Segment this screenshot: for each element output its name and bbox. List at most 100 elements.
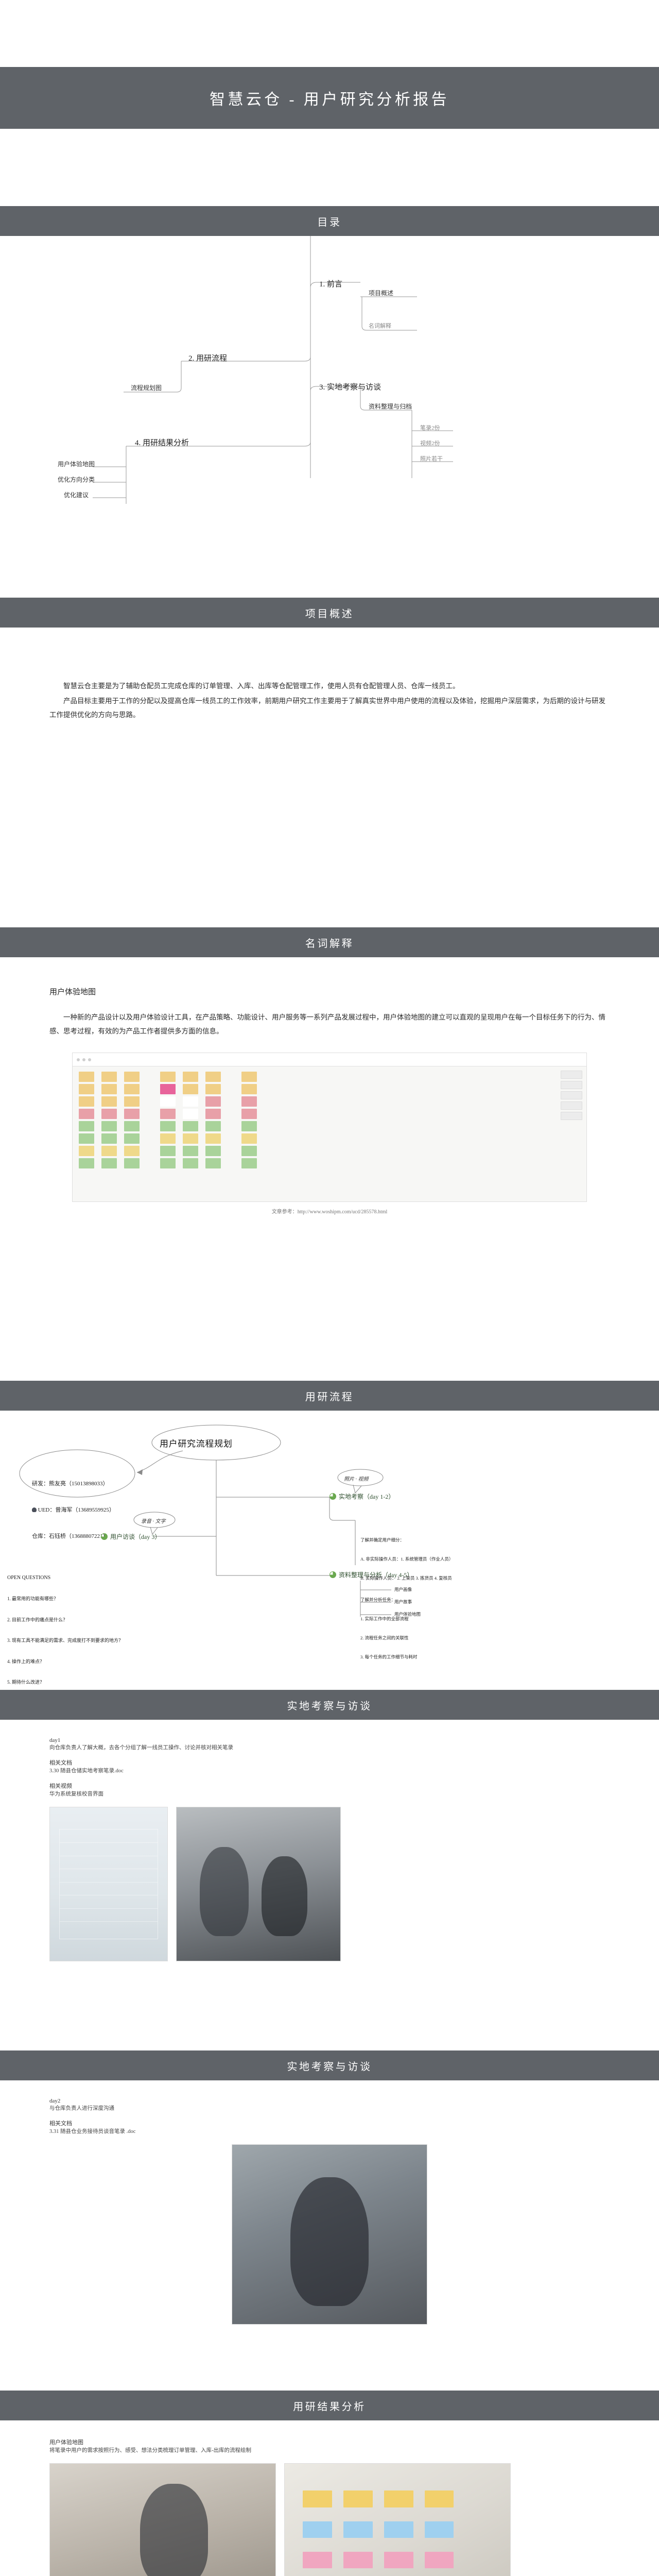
sticky-note: [79, 1109, 94, 1119]
field2-photo-interview[interactable]: [232, 2144, 427, 2325]
sticky-note: [343, 2490, 373, 2508]
sticky-note: [303, 2490, 332, 2508]
sticky-note: [160, 1072, 176, 1082]
ux-map-column: [79, 1072, 94, 1168]
flow-stage-1[interactable]: 实地考察（day 1-2）: [330, 1492, 394, 1501]
process-title: 用研流程: [305, 1391, 354, 1403]
slide-glossary: 名词解释 用户体验地图 一种新的产品设计以及用户体验设计工具，在产品策略、功能设…: [0, 927, 659, 1381]
sticky-note: [124, 1133, 140, 1144]
sticky-note: [124, 1096, 140, 1107]
source-url[interactable]: http://www.woshipm.com/ucd/285578.html: [297, 1209, 388, 1215]
ux-map-column: [124, 1072, 140, 1168]
flow-detail-block: 了解并确定用户细分： A. 非实际操作人员：1. 系统管理员（作业人员） B. …: [360, 1524, 453, 1673]
clock-icon: [330, 1571, 336, 1578]
person-figure: [199, 1847, 249, 1937]
toc-node-13[interactable]: 优化方向分类: [58, 476, 95, 483]
field1-doc-item[interactable]: 3.30 随县仓储实地考察笔录.doc: [49, 1768, 124, 1774]
toc-node-3[interactable]: 名词解释: [369, 323, 391, 329]
toc-node-7[interactable]: 资料整理与归档: [369, 403, 412, 410]
sticky-note: [124, 1146, 140, 1156]
field2-photo-row: [49, 2144, 610, 2325]
sticky-note: [384, 2551, 413, 2569]
sticky-note: [205, 1109, 221, 1119]
toc-node-5[interactable]: 流程规划图: [131, 384, 162, 392]
flow-result-child-2[interactable]: 用户故事: [394, 1599, 412, 1604]
sticky-note: [241, 1133, 257, 1144]
detail-line: B. 实际操作人员： 2. 上架员 3. 拣货员 4. 复核员: [360, 1575, 452, 1581]
sticky-note: [79, 1133, 94, 1144]
field2-day: day2: [49, 2098, 61, 2104]
glossary-body: 用户体验地图 一种新的产品设计以及用户体验设计工具，在产品策略、功能设计、用户服…: [0, 957, 659, 1038]
flow-contacts: 研发：熊友亮（15013898033） UED：曾海军（13689559925）…: [32, 1462, 115, 1559]
hero-title-banner: 智慧云仓 - 用户研究分析报告: [0, 67, 659, 129]
flow-bubble-1: 照片 · 视频: [344, 1477, 369, 1482]
slide-hero: 智慧云仓 - 用户研究分析报告: [0, 0, 659, 206]
toc-node-14[interactable]: 优化建议: [64, 492, 89, 499]
sticky-note: [101, 1158, 117, 1168]
sticky-note: [101, 1084, 117, 1094]
sticky-note: [205, 1146, 221, 1156]
sticky-note: [303, 2551, 332, 2569]
sticky-note: [183, 1133, 198, 1144]
field1-video-label: 相关视频: [49, 1783, 72, 1789]
toolbar-dot-icon: [77, 1058, 80, 1061]
toc-node-9[interactable]: 视频2份: [420, 440, 440, 447]
toolbar-dot-icon: [82, 1058, 85, 1061]
field1-desc: 向仓库负责人了解大概，去各个分组了解一线员工操作、讨论并核对相关笔录: [49, 1745, 233, 1751]
analysis-photo-wall[interactable]: [284, 2463, 511, 2576]
toc-node-11[interactable]: 4. 用研结果分析: [135, 439, 189, 447]
legend-swatch: [561, 1071, 582, 1079]
toc-node-2[interactable]: 项目概述: [369, 290, 394, 297]
flow-result-child-3[interactable]: 用户体验地图: [394, 1612, 421, 1617]
flow-result-child-1[interactable]: 用户画像: [394, 1587, 412, 1592]
glossary-term: 用户体验地图: [49, 988, 96, 996]
field2-title: 实地考察与访谈: [287, 2061, 372, 2073]
sticky-note: [183, 1146, 198, 1156]
analysis-title-banner: 用研结果分析: [0, 2391, 659, 2420]
field2-body: day2 与仓库负责人进行深度沟通 相关文档 3.31 随县仓业务接待员谈音笔录…: [0, 2080, 659, 2352]
slide-process: 用研流程: [0, 1381, 659, 1690]
field1-photo-interview[interactable]: [176, 1807, 341, 1961]
person-figure: [262, 1856, 308, 1937]
legend-swatch: [561, 1091, 582, 1099]
flow-stage-3-label: 资料整理与分析（day 4-5）: [339, 1571, 413, 1579]
ux-map-sticky-grid: [73, 1066, 586, 1174]
contact-line-1: 研发：熊友亮（15013898033）: [32, 1481, 109, 1487]
ux-map-column: [205, 1072, 221, 1168]
flow-connectors: [19, 1425, 391, 1617]
sticky-note: [160, 1121, 176, 1131]
glossary-source: 文章参考：http://www.woshipm.com/ucd/285578.h…: [0, 1207, 659, 1215]
sticky-note: [205, 1084, 221, 1094]
overview-title: 项目概述: [305, 608, 354, 620]
analysis-photo-workshop[interactable]: [49, 2463, 276, 2576]
sticky-note: [241, 1084, 257, 1094]
sticky-note: [124, 1084, 140, 1094]
toc-node-10[interactable]: 照片若干: [420, 456, 443, 462]
field1-title: 实地考察与访谈: [287, 1700, 372, 1712]
sticky-note: [160, 1109, 176, 1119]
sticky-note: [124, 1109, 140, 1119]
sticky-note: [343, 2551, 373, 2569]
field2-doc-item[interactable]: 3.31 随县仓业务接待员谈音笔录 .doc: [49, 2129, 136, 2134]
flow-stage-2[interactable]: 用户访谈（day 3）: [101, 1532, 161, 1541]
field1-photo-document[interactable]: [49, 1807, 168, 1961]
sticky-note: [241, 1121, 257, 1131]
sticky-note: [101, 1146, 117, 1156]
toc-node-6[interactable]: 3. 实地考察与访谈: [319, 383, 381, 392]
sticky-note: [241, 1146, 257, 1156]
open-question-item: 4. 操作上的难点？: [7, 1658, 45, 1664]
sticky-note: [241, 1109, 257, 1119]
sticky-note: [101, 1121, 117, 1131]
toc-title: 目录: [317, 216, 342, 228]
toc-tree: 1. 前言 项目概述 名词解释 2. 用研流程 流程规划图 3. 实地考察与访谈…: [0, 236, 659, 524]
open-questions-block: OPEN QUESTIONS 1. 最常用的功能有哪些？ 2. 目前工作中的痛点…: [7, 1560, 123, 1690]
field1-video-item[interactable]: 华为系统复核校音界面: [49, 1791, 103, 1797]
flow-stage-3[interactable]: 资料整理与分析（day 4-5）: [330, 1570, 413, 1579]
toc-node-4[interactable]: 2. 用研流程: [188, 354, 228, 363]
sticky-note: [183, 1084, 198, 1094]
toc-node-1[interactable]: 1. 前言: [319, 280, 343, 289]
sticky-note: [79, 1084, 94, 1094]
toc-node-12[interactable]: 用户体验地图: [58, 461, 95, 468]
slide-analysis: 用研结果分析 用户体验地图 将笔录中用户的需求按照行为、感受、想法分类梳理订单管…: [0, 2391, 659, 2576]
toc-node-8[interactable]: 笔录2份: [420, 425, 440, 431]
